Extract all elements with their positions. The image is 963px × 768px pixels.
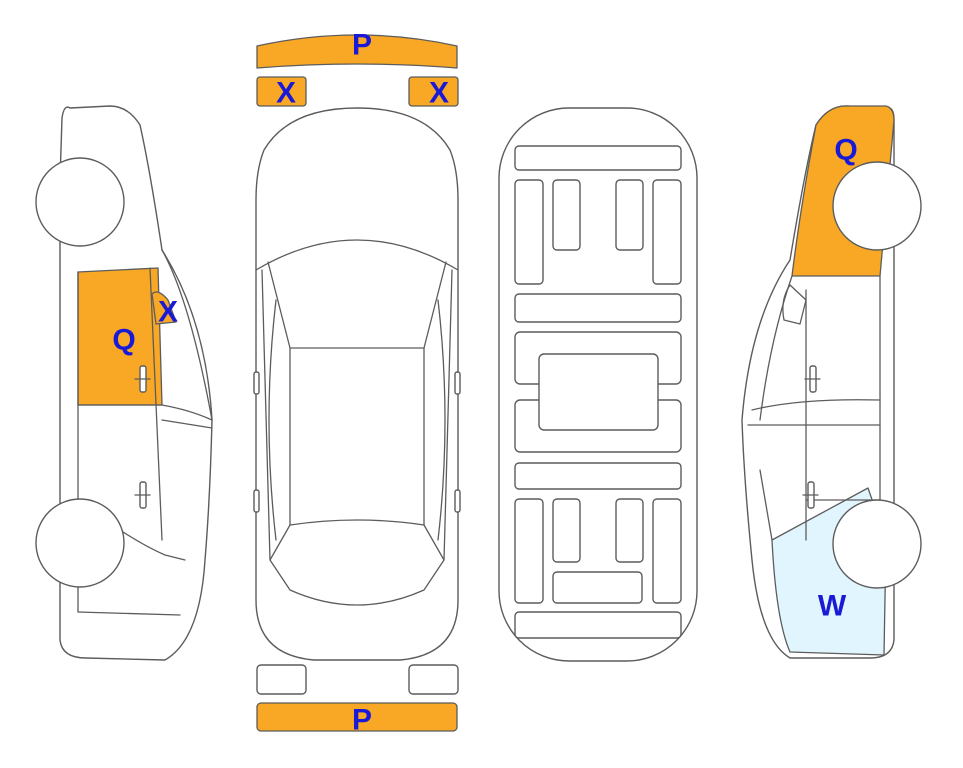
rear-left-light: [256, 664, 307, 695]
code-right-front-fender: W: [818, 590, 847, 623]
code-rear-bumper: P: [352, 704, 372, 737]
rear-bumper-panel[interactable]: [256, 702, 458, 732]
left-side-view: [35, 105, 213, 661]
code-front-right-fender: X: [429, 77, 449, 110]
left-front-wheel: [35, 498, 125, 588]
front-bumper-panel[interactable]: [256, 34, 458, 69]
code-right-rear-quarter: Q: [834, 134, 857, 167]
right-front-wheel: [832, 499, 922, 589]
code-left-quarter-glass: X: [158, 296, 178, 329]
underbody-view: [498, 107, 698, 662]
code-front-left-fender: X: [276, 77, 296, 110]
code-front-bumper: P: [352, 29, 372, 62]
damage-code-labels: P X X P Q X Q W: [112, 29, 857, 737]
front-right-fender-panel[interactable]: [408, 76, 459, 107]
left-quarter-glass-panel[interactable]: [151, 291, 177, 325]
right-rear-wheel: [832, 161, 922, 251]
rear-right-light: [408, 664, 459, 695]
top-view: [253, 34, 461, 732]
right-side-view: [741, 105, 922, 659]
front-left-fender-panel[interactable]: [256, 76, 307, 107]
top-view-body-outline: [255, 107, 459, 661]
left-rear-wheel: [35, 157, 125, 247]
code-left-rear-door: Q: [112, 324, 135, 357]
